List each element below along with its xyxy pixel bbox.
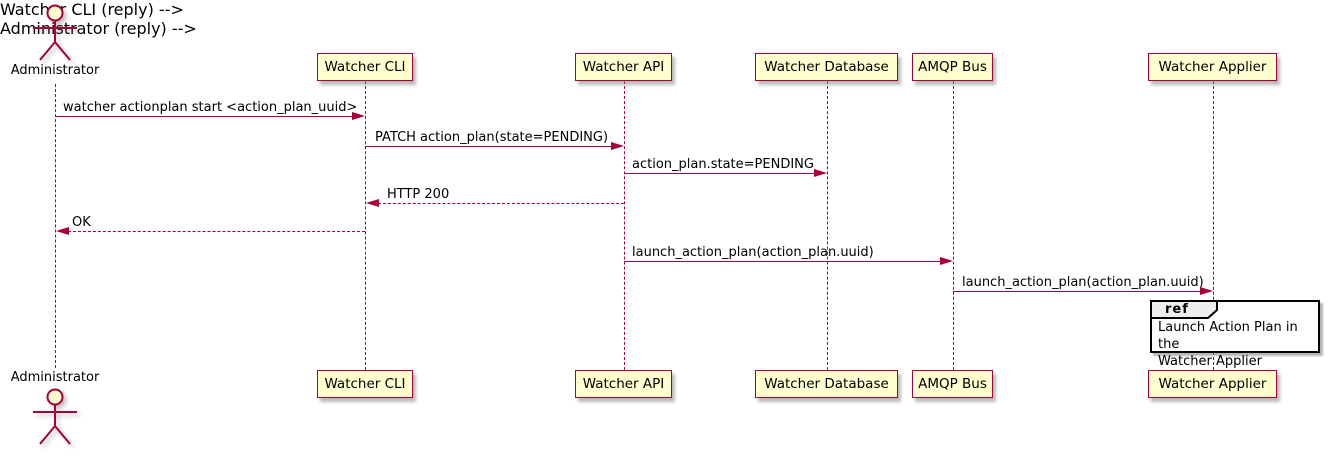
participant-label: Watcher CLI: [324, 376, 406, 392]
message-line: [953, 291, 1201, 292]
participant-amqp-bus-bottom: AMQP Bus: [912, 370, 993, 398]
message-line: [624, 173, 815, 174]
arrowhead-left-icon: [366, 199, 379, 207]
participant-label: AMQP Bus: [918, 59, 987, 75]
lifeline-watcher-applier: [1213, 81, 1214, 370]
participant-watcher-api-bottom: Watcher API: [575, 370, 672, 398]
ref-fragment: ref Launch Action Plan in the Watcher Ap…: [1150, 300, 1320, 369]
message-line: [624, 261, 941, 262]
administrator-actor-icon: [33, 388, 77, 445]
participant-label: Watcher Applier: [1158, 376, 1267, 392]
message-label: launch_action_plan(action_plan.uuid): [632, 245, 874, 260]
message-line: [365, 146, 612, 147]
message-label: launch_action_plan(action_plan.uuid): [962, 275, 1204, 290]
participant-label: Watcher Database: [764, 376, 889, 392]
lifeline-administrator: [55, 84, 56, 368]
participant-label: Watcher Applier: [1158, 59, 1267, 75]
message-line: [378, 203, 624, 204]
arrowhead-right-icon: [352, 112, 365, 120]
participant-watcher-database-top: Watcher Database: [755, 53, 898, 81]
arrowhead-right-icon: [611, 142, 624, 150]
participant-watcher-cli-top: Watcher CLI: [317, 53, 413, 81]
arrowhead-right-icon: [1200, 287, 1213, 295]
message-line: [55, 116, 353, 117]
participant-label: AMQP Bus: [918, 376, 987, 392]
message-label: watcher actionplan start <action_plan_uu…: [63, 100, 358, 115]
arrowhead-right-icon: [814, 169, 827, 177]
participant-watcher-api-top: Watcher API: [575, 53, 672, 81]
lifeline-watcher-database: [827, 81, 828, 370]
ref-tab-icon: [1150, 300, 1218, 319]
lifeline-watcher-cli: [365, 81, 366, 370]
participant-watcher-applier-bottom: Watcher Applier: [1148, 370, 1277, 398]
administrator-actor-icon: [33, 4, 77, 61]
ref-text: Launch Action Plan in the Watcher Applie…: [1158, 320, 1298, 369]
actor-label-administrator-top: Administrator: [10, 63, 100, 78]
participant-watcher-applier-top: Watcher Applier: [1148, 53, 1277, 81]
participant-label: Watcher CLI: [324, 59, 406, 75]
participant-label: Watcher API: [582, 376, 665, 392]
message-label: HTTP 200: [387, 187, 450, 202]
participant-label: Watcher API: [582, 59, 665, 75]
arrowhead-right-icon: [940, 257, 953, 265]
actor-label-administrator-bottom: Administrator: [10, 370, 100, 385]
ref-keyword: ref: [1165, 302, 1189, 317]
participant-amqp-bus-top: AMQP Bus: [912, 53, 993, 81]
lifeline-amqp-bus: [953, 81, 954, 370]
lifeline-watcher-api: [624, 81, 625, 370]
message-line: [68, 231, 365, 232]
message-label: action_plan.state=PENDING: [632, 157, 814, 172]
message-label: PATCH action_plan(state=PENDING): [375, 130, 609, 145]
participant-watcher-database-bottom: Watcher Database: [755, 370, 898, 398]
message-label: OK: [72, 215, 91, 230]
participant-label: Watcher Database: [764, 59, 889, 75]
participant-watcher-cli-bottom: Watcher CLI: [317, 370, 413, 398]
arrowhead-left-icon: [56, 227, 69, 235]
